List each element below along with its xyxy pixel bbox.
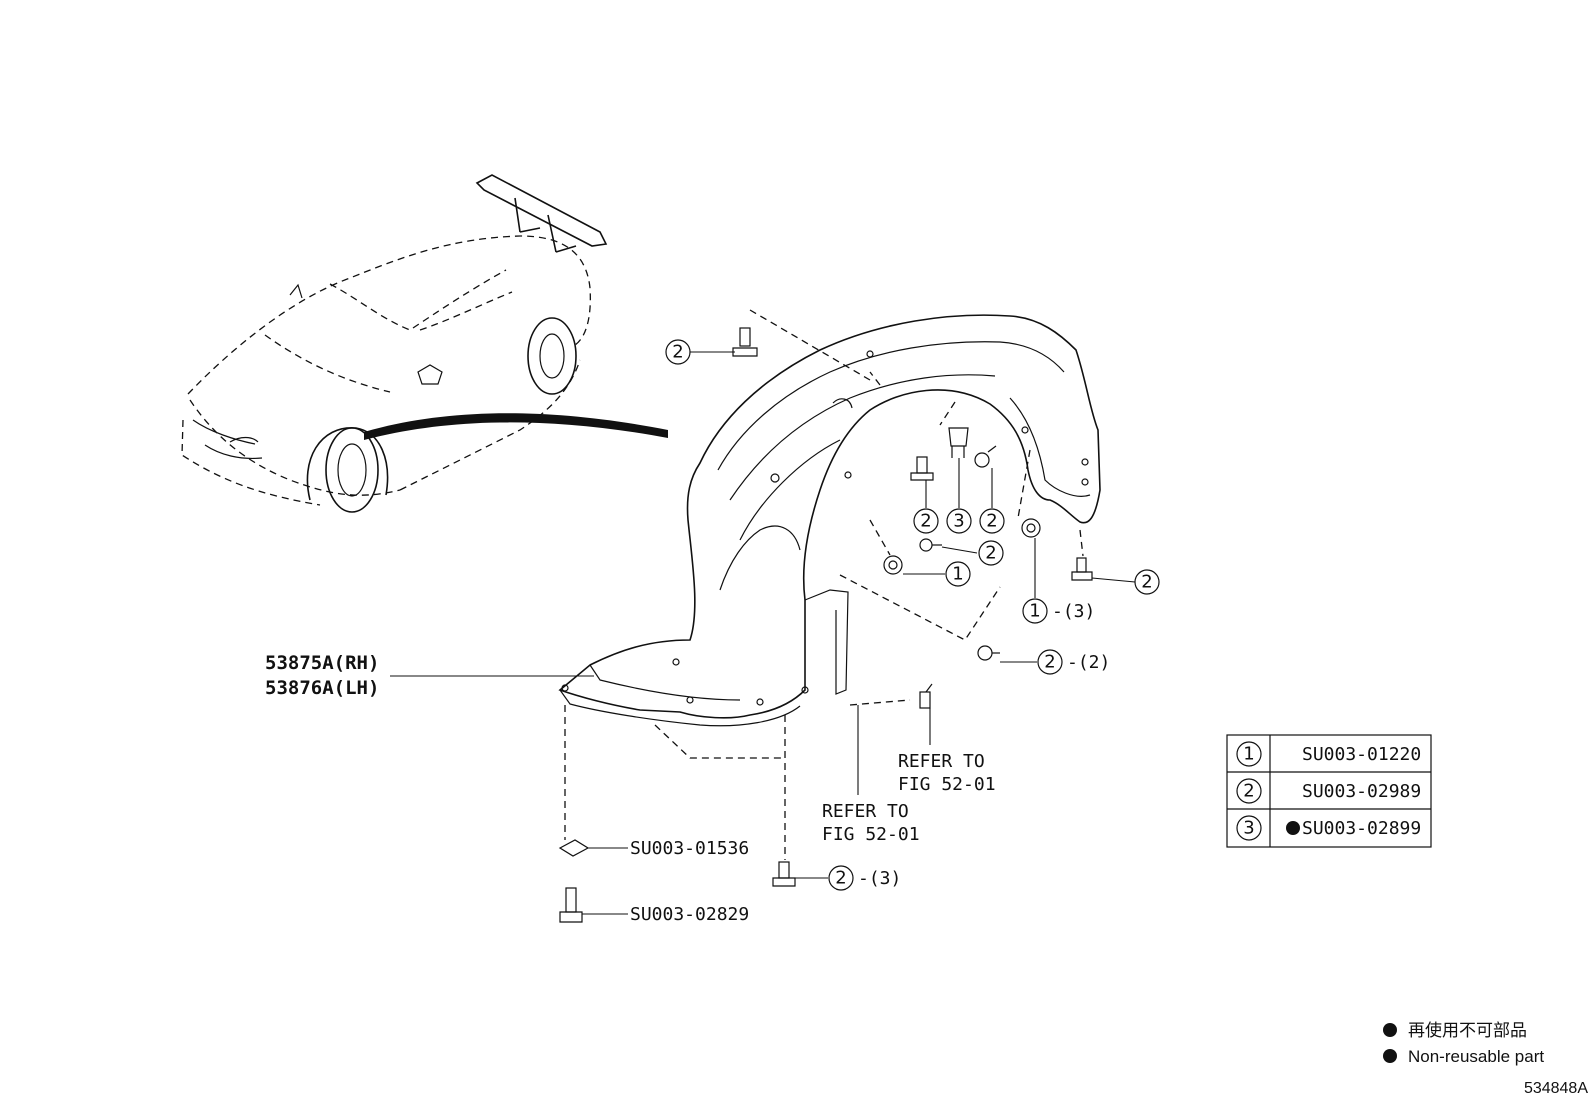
svg-text:1: 1 [1029,601,1040,622]
svg-text:-(3): -(3) [858,868,901,889]
refer-note-lower: REFER TO [822,801,909,822]
bolt-icon [977,645,1000,661]
svg-text:2: 2 [672,342,683,363]
svg-text:2: 2 [1243,781,1254,802]
callout-2-qty2: 2 -(2) [1037,649,1110,675]
refer-note-upper: FIG 52-01 [898,774,996,795]
callout-2: 2 [665,339,691,365]
svg-text:2: 2 [920,511,931,532]
svg-text:2: 2 [1141,572,1152,593]
legend-row-1: 1 SU003-01220 [1236,741,1421,767]
part-number-rh: 53875A(RH) [265,652,379,674]
clip-icon [883,555,903,575]
svg-text:SU003-01220: SU003-01220 [1302,744,1421,765]
bullet-dot-icon [1383,1023,1397,1037]
non-reusable-note: 再使用不可部品 Non-reusable part [1383,1020,1544,1066]
part-number-bolt: SU003-02829 [630,904,749,925]
callout-2-qty3: 2 -(3) [828,865,901,891]
svg-text:SU003-02899: SU003-02899 [1302,818,1421,839]
svg-text:SU003-02989: SU003-02989 [1302,781,1421,802]
callout-1: 1 [945,561,971,587]
callout-1-qty3: 1 -(3) [1022,598,1095,624]
part-labels: 53875A(RH) 53876A(LH) SU003-01536 SU003-… [265,652,996,925]
svg-text:1: 1 [952,564,963,585]
bolt-icon [732,327,758,357]
bolt-icon [974,445,997,468]
clip-icon [1021,518,1041,538]
svg-text:-(3): -(3) [1052,601,1095,622]
non-reusable-dot-icon [1286,821,1300,835]
svg-text:2: 2 [985,543,996,564]
svg-text:-(2): -(2) [1067,652,1110,673]
bolt-icon [1071,557,1093,581]
svg-text:3: 3 [953,511,964,532]
fender-liner [558,314,1101,727]
svg-text:2: 2 [986,511,997,532]
clip-icon [558,839,590,857]
callout-2: 2 [978,540,1004,566]
svg-text:3: 3 [1243,818,1254,839]
callout-3: 3 [946,508,972,534]
svg-text:再使用不可部品: 再使用不可部品 [1408,1020,1527,1040]
car-outline [181,174,668,513]
legend-row-2: 2 SU003-02989 [1236,778,1421,804]
legend-table: 1 SU003-01220 2 SU003-02989 3 SU003-0289… [1226,734,1432,848]
callout-2: 2 [913,508,939,534]
leader-lines [390,351,1136,915]
callout-2: 2 [979,508,1005,534]
image-id: 534848A [1524,1080,1588,1097]
bolt-icon [919,538,942,552]
svg-text:1: 1 [1243,744,1254,765]
refer-note-upper: REFER TO [898,751,985,772]
bolt-icon [919,683,933,709]
part-number-clip: SU003-01536 [630,838,749,859]
refer-note-lower: FIG 52-01 [822,824,920,845]
bolt-icon [910,456,934,481]
bolt-icon [772,861,796,887]
callouts: 2 2 3 2 2 1 1 -(3) 2 [665,339,1160,891]
bolt-icon [559,887,583,923]
callout-2: 2 [1134,569,1160,595]
part-number-lh: 53876A(LH) [265,677,379,699]
svg-text:2: 2 [1044,652,1055,673]
bullet-dot-icon [1383,1049,1397,1063]
svg-text:2: 2 [835,868,846,889]
svg-text:Non-reusable part: Non-reusable part [1408,1047,1544,1066]
legend-row-3: 3 SU003-02899 [1236,815,1421,841]
clip-icon [948,427,969,458]
assembly-lines [564,309,1084,860]
